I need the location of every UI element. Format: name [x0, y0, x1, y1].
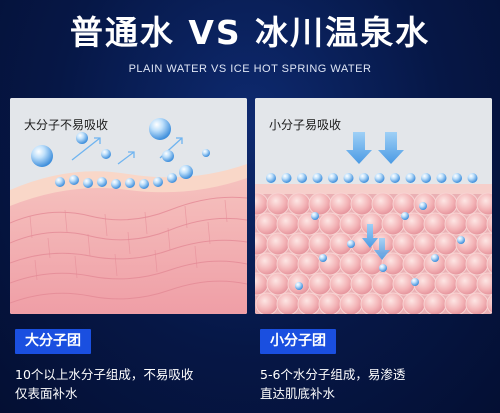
tissue-cell — [276, 252, 300, 276]
large-molecule-badge: 大分子团 — [15, 329, 91, 354]
tissue-cell — [329, 192, 353, 216]
tissue-cell — [371, 272, 395, 296]
large-molecule-description-line2: 仅表面补水 — [15, 386, 78, 401]
tissue-cell — [486, 214, 492, 234]
tissue-cell — [465, 292, 489, 314]
surface-droplet — [328, 173, 338, 183]
tissue-cell — [255, 292, 279, 314]
tissue-cell — [476, 232, 492, 256]
tissue-cell — [423, 212, 447, 236]
tissue-cell — [276, 292, 300, 314]
small-molecule-description-line2: 直达肌底补水 — [260, 386, 336, 401]
small-droplet-icon — [266, 173, 478, 183]
tissue-cell — [350, 272, 374, 296]
plain-water-caption: 大分子不易吸收 — [24, 118, 109, 132]
surface-droplet — [359, 173, 369, 183]
surface-droplet — [421, 173, 431, 183]
surface-droplet — [297, 173, 307, 183]
tissue-cell — [350, 192, 374, 216]
tissue-cell — [266, 192, 290, 216]
small-molecule-badge: 小分子团 — [260, 329, 336, 354]
tissue-cell — [381, 212, 405, 236]
large-droplet-icon — [31, 118, 210, 179]
surface-droplet — [343, 173, 354, 183]
tissue-cell — [308, 192, 332, 216]
surface-droplet — [266, 173, 276, 183]
tissue-cell — [476, 192, 492, 216]
tissue-cell — [402, 252, 426, 276]
tissue-cell — [339, 252, 363, 276]
plain-water-panel: 大分子不易吸收 — [10, 98, 247, 314]
page-title: 普通水 VS 冰川温泉水 — [69, 13, 431, 52]
surface-droplet — [467, 173, 478, 183]
tissue-cell — [297, 252, 321, 276]
tissue-cell — [434, 272, 458, 296]
small-molecule-description-line1: 5-6个水分子组成，易渗透 — [260, 367, 406, 382]
tissue-cell — [486, 294, 492, 314]
tissue-cell — [329, 272, 353, 296]
tissue-cell — [392, 192, 416, 216]
tissue-cell — [413, 232, 437, 256]
tissue-cell — [360, 292, 384, 314]
page-subtitle: PLAIN WATER VS ICE HOT SPRING WATER — [128, 63, 372, 75]
tissue-cell — [402, 292, 426, 314]
tissue-cell — [455, 232, 479, 256]
hot-spring-water-caption: 小分子易吸收 — [269, 118, 342, 132]
tissue-cell — [371, 192, 395, 216]
tissue-cell — [276, 212, 300, 236]
tissue-cell — [434, 232, 458, 256]
down-arrow-icon — [346, 132, 404, 260]
large-molecule-description-line1: 10个以上水分子组成，不易吸收 — [15, 367, 194, 382]
tissue-cell — [297, 292, 321, 314]
tissue-cell — [381, 252, 405, 276]
large-molecule-description: 10个以上水分子组成，不易吸收 仅表面补水 — [15, 365, 245, 403]
surface-droplet — [312, 173, 323, 183]
tissue-cell — [381, 292, 405, 314]
surface-droplet — [281, 173, 292, 183]
tissue-cell — [465, 212, 489, 236]
tissue-cell — [444, 212, 468, 236]
hot-spring-water-panel: 小分子易吸收 — [255, 98, 492, 314]
tissue-cell — [266, 272, 290, 296]
tissue-cell — [392, 232, 416, 256]
tissue-cell — [444, 252, 468, 276]
tissue-cell — [308, 232, 332, 256]
tissue-cell — [287, 232, 311, 256]
surface-droplet — [452, 173, 462, 183]
tissue-cell — [339, 212, 363, 236]
surface-droplet — [374, 173, 385, 183]
tissue-cell — [255, 212, 279, 236]
tissue-cell — [476, 272, 492, 296]
surface-droplet — [436, 173, 447, 183]
cell-tissue-illustration — [255, 98, 492, 314]
tissue-cell — [455, 272, 479, 296]
small-molecule-description: 5-6个水分子组成，易渗透 直达肌底补水 — [260, 365, 490, 403]
tissue-cell — [308, 272, 332, 296]
tissue-cell — [255, 252, 279, 276]
surface-droplet — [390, 173, 400, 183]
tissue-cell — [339, 292, 363, 314]
tissue-cell — [318, 212, 342, 236]
skin-layer-illustration — [10, 98, 247, 314]
tissue-cell — [455, 192, 479, 216]
tissue-cell — [465, 252, 489, 276]
tissue-cell — [434, 192, 458, 216]
tissue-cell — [266, 232, 290, 256]
tissue-cell — [287, 192, 311, 216]
tissue-cell — [486, 254, 492, 274]
tissue-cell — [444, 292, 468, 314]
surface-droplet — [405, 173, 416, 183]
tissue-cell — [423, 292, 447, 314]
tissue-cell — [318, 292, 342, 314]
